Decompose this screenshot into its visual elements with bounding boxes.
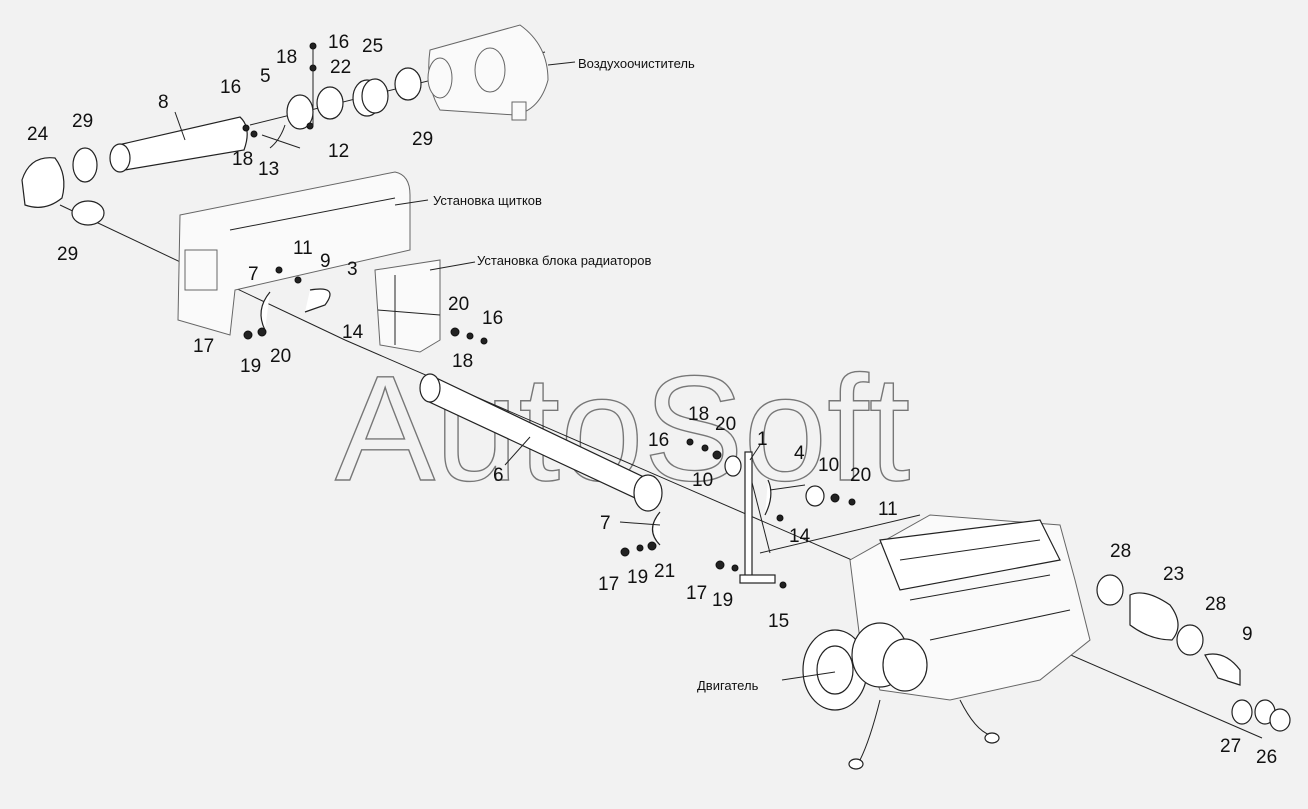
turbo-hose-set xyxy=(1096,574,1291,732)
callout-28: 28 xyxy=(1110,541,1131,562)
callout-29: 29 xyxy=(412,129,433,150)
shield-assembly xyxy=(177,171,411,336)
callout-15: 15 xyxy=(768,611,789,632)
callout-26: 26 xyxy=(1256,747,1277,768)
callout-19: 19 xyxy=(240,356,261,377)
air-cleaner xyxy=(427,24,549,121)
callout-9: 9 xyxy=(1242,624,1253,645)
callout-6: 6 xyxy=(493,465,504,486)
callout-18: 18 xyxy=(276,47,297,68)
callout-17: 17 xyxy=(598,574,619,595)
lower-clamp-set xyxy=(620,438,742,557)
callout-18: 18 xyxy=(452,351,473,372)
upper-clamp-set xyxy=(243,266,488,345)
callout-11: 11 xyxy=(878,499,898,520)
callout-17: 17 xyxy=(686,583,707,604)
callout-16: 16 xyxy=(220,77,241,98)
captions: Воздухоочиститель Установка щитков Устан… xyxy=(433,56,759,693)
callout-22: 22 xyxy=(330,57,351,78)
engine xyxy=(802,514,1091,770)
callout-10: 10 xyxy=(692,470,713,491)
callout-7: 7 xyxy=(248,264,259,285)
callout-28: 28 xyxy=(1205,594,1226,615)
callout-16: 16 xyxy=(648,430,669,451)
intake-pipe xyxy=(109,116,258,173)
callout-24: 24 xyxy=(27,124,49,145)
callout-5: 5 xyxy=(260,66,271,87)
support-bracket xyxy=(715,451,856,589)
leader-lines xyxy=(174,61,836,681)
callout-8: 8 xyxy=(158,92,169,113)
caption-shields: Установка щитков xyxy=(433,193,542,208)
callout-3: 3 xyxy=(347,259,358,280)
callout-1: 1 xyxy=(757,429,768,450)
callout-13: 13 xyxy=(258,159,279,180)
callout-10: 10 xyxy=(818,455,839,476)
callout-20: 20 xyxy=(850,465,871,486)
radiator-bracket xyxy=(374,259,441,353)
callout-18: 18 xyxy=(232,149,253,170)
callout-4: 4 xyxy=(794,443,805,464)
caption-engine: Двигатель xyxy=(697,678,759,693)
caption-air-cleaner: Воздухоочиститель xyxy=(578,56,695,71)
callout-14: 14 xyxy=(789,526,811,547)
callout-16: 16 xyxy=(482,308,503,329)
elbow-hose xyxy=(21,147,105,226)
callout-23: 23 xyxy=(1163,564,1184,585)
callout-11: 11 xyxy=(293,238,313,259)
callout-25: 25 xyxy=(362,36,383,57)
callout-9: 9 xyxy=(320,251,331,272)
callout-29: 29 xyxy=(72,111,93,132)
callout-19: 19 xyxy=(712,590,733,611)
caption-radiators: Установка блока радиаторов xyxy=(477,253,651,268)
callout-18: 18 xyxy=(688,404,709,425)
callout-12: 12 xyxy=(328,141,349,162)
callout-21: 21 xyxy=(654,561,675,582)
callout-14: 14 xyxy=(342,322,364,343)
intake-clamps xyxy=(261,42,422,149)
callout-19: 19 xyxy=(627,567,648,588)
callout-16: 16 xyxy=(328,32,349,53)
callout-20: 20 xyxy=(448,294,469,315)
main-air-pipe xyxy=(419,373,663,512)
callout-numbers: 16 18 25 22 5 16 8 29 24 29 12 18 13 29 … xyxy=(27,32,1277,768)
callout-27: 27 xyxy=(1220,736,1241,757)
callout-7: 7 xyxy=(600,513,611,534)
callout-17: 17 xyxy=(193,336,214,357)
callout-20: 20 xyxy=(715,414,736,435)
callout-29: 29 xyxy=(57,244,78,265)
callout-20: 20 xyxy=(270,346,291,367)
